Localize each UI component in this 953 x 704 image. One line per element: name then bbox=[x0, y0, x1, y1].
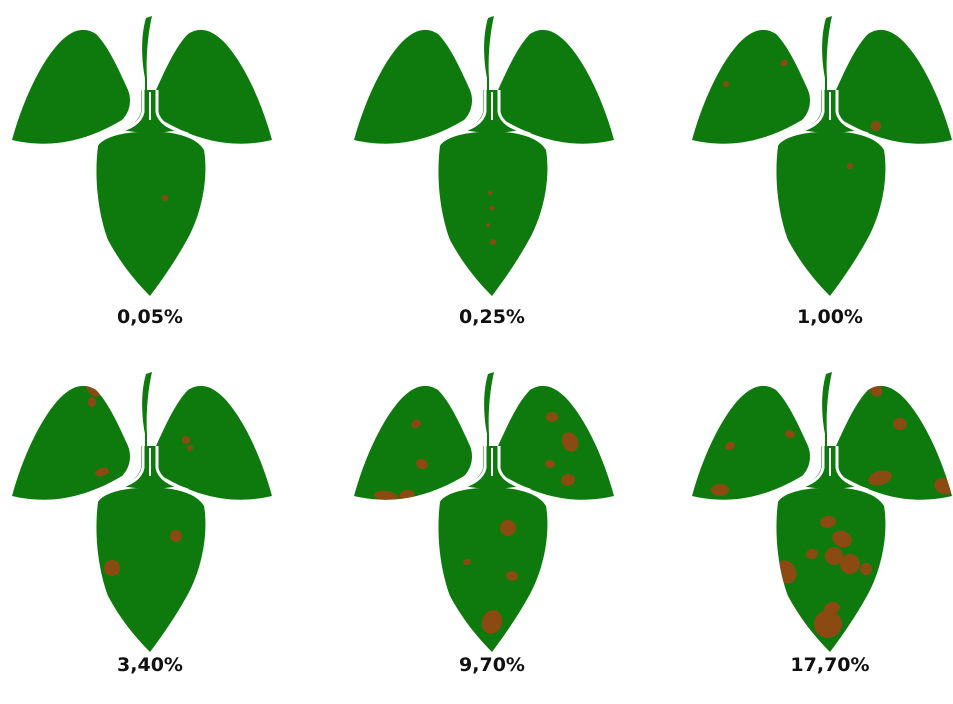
leaflet-left bbox=[692, 385, 810, 500]
lesion-spot bbox=[824, 601, 840, 615]
leaf-gap bbox=[835, 90, 869, 136]
leaf-gap bbox=[497, 446, 531, 492]
lesion-spot bbox=[868, 470, 892, 486]
leaf-gap bbox=[111, 90, 145, 136]
lesion-spot bbox=[546, 411, 558, 423]
trifoliate-leaf-illustration bbox=[692, 16, 952, 296]
leaf-panel: 9,70% bbox=[342, 364, 642, 704]
leaf-gap bbox=[453, 90, 487, 136]
leaf-gap bbox=[835, 446, 869, 492]
trifoliate-leaf-illustration bbox=[692, 372, 952, 652]
leaf-stem bbox=[142, 16, 152, 92]
lesion-spot bbox=[893, 417, 907, 431]
lesion-spot bbox=[162, 195, 168, 201]
lesion-spot bbox=[780, 59, 788, 67]
severity-label: 0,05% bbox=[117, 306, 183, 328]
lesion-spot bbox=[561, 432, 579, 452]
leaflet-terminal bbox=[96, 487, 206, 652]
lesion-spot bbox=[806, 548, 818, 560]
lesion-spot bbox=[411, 419, 421, 429]
leaf-stem bbox=[142, 372, 152, 448]
lesion-spot bbox=[825, 547, 843, 565]
lesion-group bbox=[162, 195, 168, 201]
leaf-stem bbox=[822, 16, 832, 92]
leaflet-right bbox=[154, 385, 272, 500]
lesion-spot bbox=[486, 223, 490, 227]
lesion-spot bbox=[463, 558, 471, 566]
leaf-gap bbox=[791, 90, 825, 136]
lesion-spot bbox=[725, 441, 735, 451]
trifoliate-leaf-illustration bbox=[12, 16, 272, 296]
severity-label: 17,70% bbox=[790, 654, 870, 676]
leaflet-right bbox=[154, 29, 272, 144]
lesion-spot bbox=[488, 191, 492, 195]
leaflet-terminal bbox=[438, 131, 548, 296]
leaf-stem bbox=[822, 372, 832, 448]
leaflet-left bbox=[692, 29, 810, 144]
lesion-spot bbox=[170, 530, 182, 542]
lesion-spot bbox=[481, 610, 503, 634]
leaf-panel: 17,70% bbox=[680, 364, 953, 704]
leaflet-left bbox=[12, 385, 130, 500]
leaflet-left bbox=[354, 29, 472, 144]
lesion-spot bbox=[416, 458, 428, 470]
lesion-group bbox=[486, 191, 496, 245]
leaflet-right bbox=[834, 385, 952, 500]
leaflet-terminal bbox=[96, 131, 206, 296]
leaf-gap bbox=[155, 446, 189, 492]
leaflet-right bbox=[496, 385, 614, 500]
leaflet-terminal bbox=[776, 131, 886, 296]
lesion-spot bbox=[840, 554, 860, 574]
severity-label: 3,40% bbox=[117, 654, 183, 676]
leaf-gap bbox=[111, 446, 145, 492]
lesion-spot bbox=[871, 121, 881, 131]
leaflet-right bbox=[496, 29, 614, 144]
leaf-stem bbox=[484, 16, 494, 92]
lesion-spot bbox=[785, 429, 795, 439]
lesion-spot bbox=[374, 490, 398, 502]
lesion-spot bbox=[561, 473, 575, 487]
lesion-spot bbox=[490, 239, 496, 245]
leaf-gap bbox=[453, 446, 487, 492]
lesion-spot bbox=[506, 570, 518, 582]
lesion-spot bbox=[95, 467, 109, 477]
leaflet-left bbox=[354, 385, 472, 500]
leaf-panel: 1,00% bbox=[680, 8, 953, 348]
leaf-gap bbox=[155, 90, 189, 136]
leaflet-terminal bbox=[438, 487, 548, 652]
lesion-spot bbox=[187, 445, 193, 451]
leaf-stem bbox=[484, 372, 494, 448]
leaf-gap bbox=[497, 90, 531, 136]
lesion-spot bbox=[711, 483, 729, 497]
leaf-panel: 3,40% bbox=[0, 364, 300, 704]
leaflet-left bbox=[12, 29, 130, 144]
lesion-spot bbox=[104, 560, 120, 576]
lesion-spot bbox=[814, 610, 842, 638]
leaflet-terminal bbox=[776, 487, 886, 652]
severity-label: 9,70% bbox=[459, 654, 525, 676]
severity-label: 1,00% bbox=[797, 306, 863, 328]
lesion-spot bbox=[489, 205, 495, 211]
lesion-spot bbox=[500, 520, 516, 536]
leaf-panel: 0,25% bbox=[342, 8, 642, 348]
severity-label: 0,25% bbox=[459, 306, 525, 328]
lesion-spot bbox=[820, 515, 836, 529]
leaflet-right bbox=[834, 29, 952, 144]
lesion-spot bbox=[87, 397, 97, 407]
trifoliate-leaf-illustration bbox=[12, 372, 272, 652]
lesion-spot bbox=[182, 436, 190, 444]
trifoliate-leaf-illustration bbox=[354, 372, 614, 652]
leaf-gap bbox=[791, 446, 825, 492]
severity-scale-diagram: 0,05% 0,25% 1,00% 3,40% 9,70% 17,70% bbox=[0, 8, 953, 676]
trifoliate-leaf-illustration bbox=[354, 16, 614, 296]
lesion-spot bbox=[723, 81, 729, 87]
lesion-spot bbox=[545, 459, 555, 469]
lesion-spot bbox=[847, 163, 853, 169]
lesion-group bbox=[723, 59, 881, 169]
leaf-panel: 0,05% bbox=[0, 8, 300, 348]
lesion-spot bbox=[860, 563, 872, 575]
lesion-spot bbox=[832, 530, 852, 548]
